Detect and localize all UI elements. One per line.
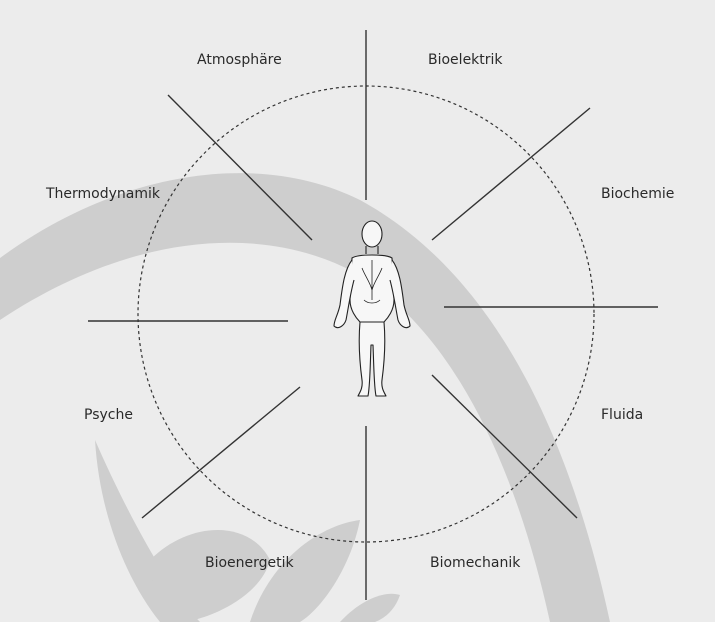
label-fluida: Fluida	[601, 407, 643, 423]
spoke-top-right	[432, 108, 590, 240]
label-thermodynamik: Thermodynamik	[46, 186, 160, 202]
label-bioelektrik: Bioelektrik	[428, 52, 503, 68]
label-bioenergetik: Bioenergetik	[205, 555, 294, 571]
label-atmosphaere: Atmosphäre	[197, 52, 282, 68]
label-psyche: Psyche	[84, 407, 133, 423]
label-biomechanik: Biomechanik	[430, 555, 520, 571]
label-biochemie: Biochemie	[601, 186, 674, 202]
spoke-bottom-left	[142, 387, 300, 518]
